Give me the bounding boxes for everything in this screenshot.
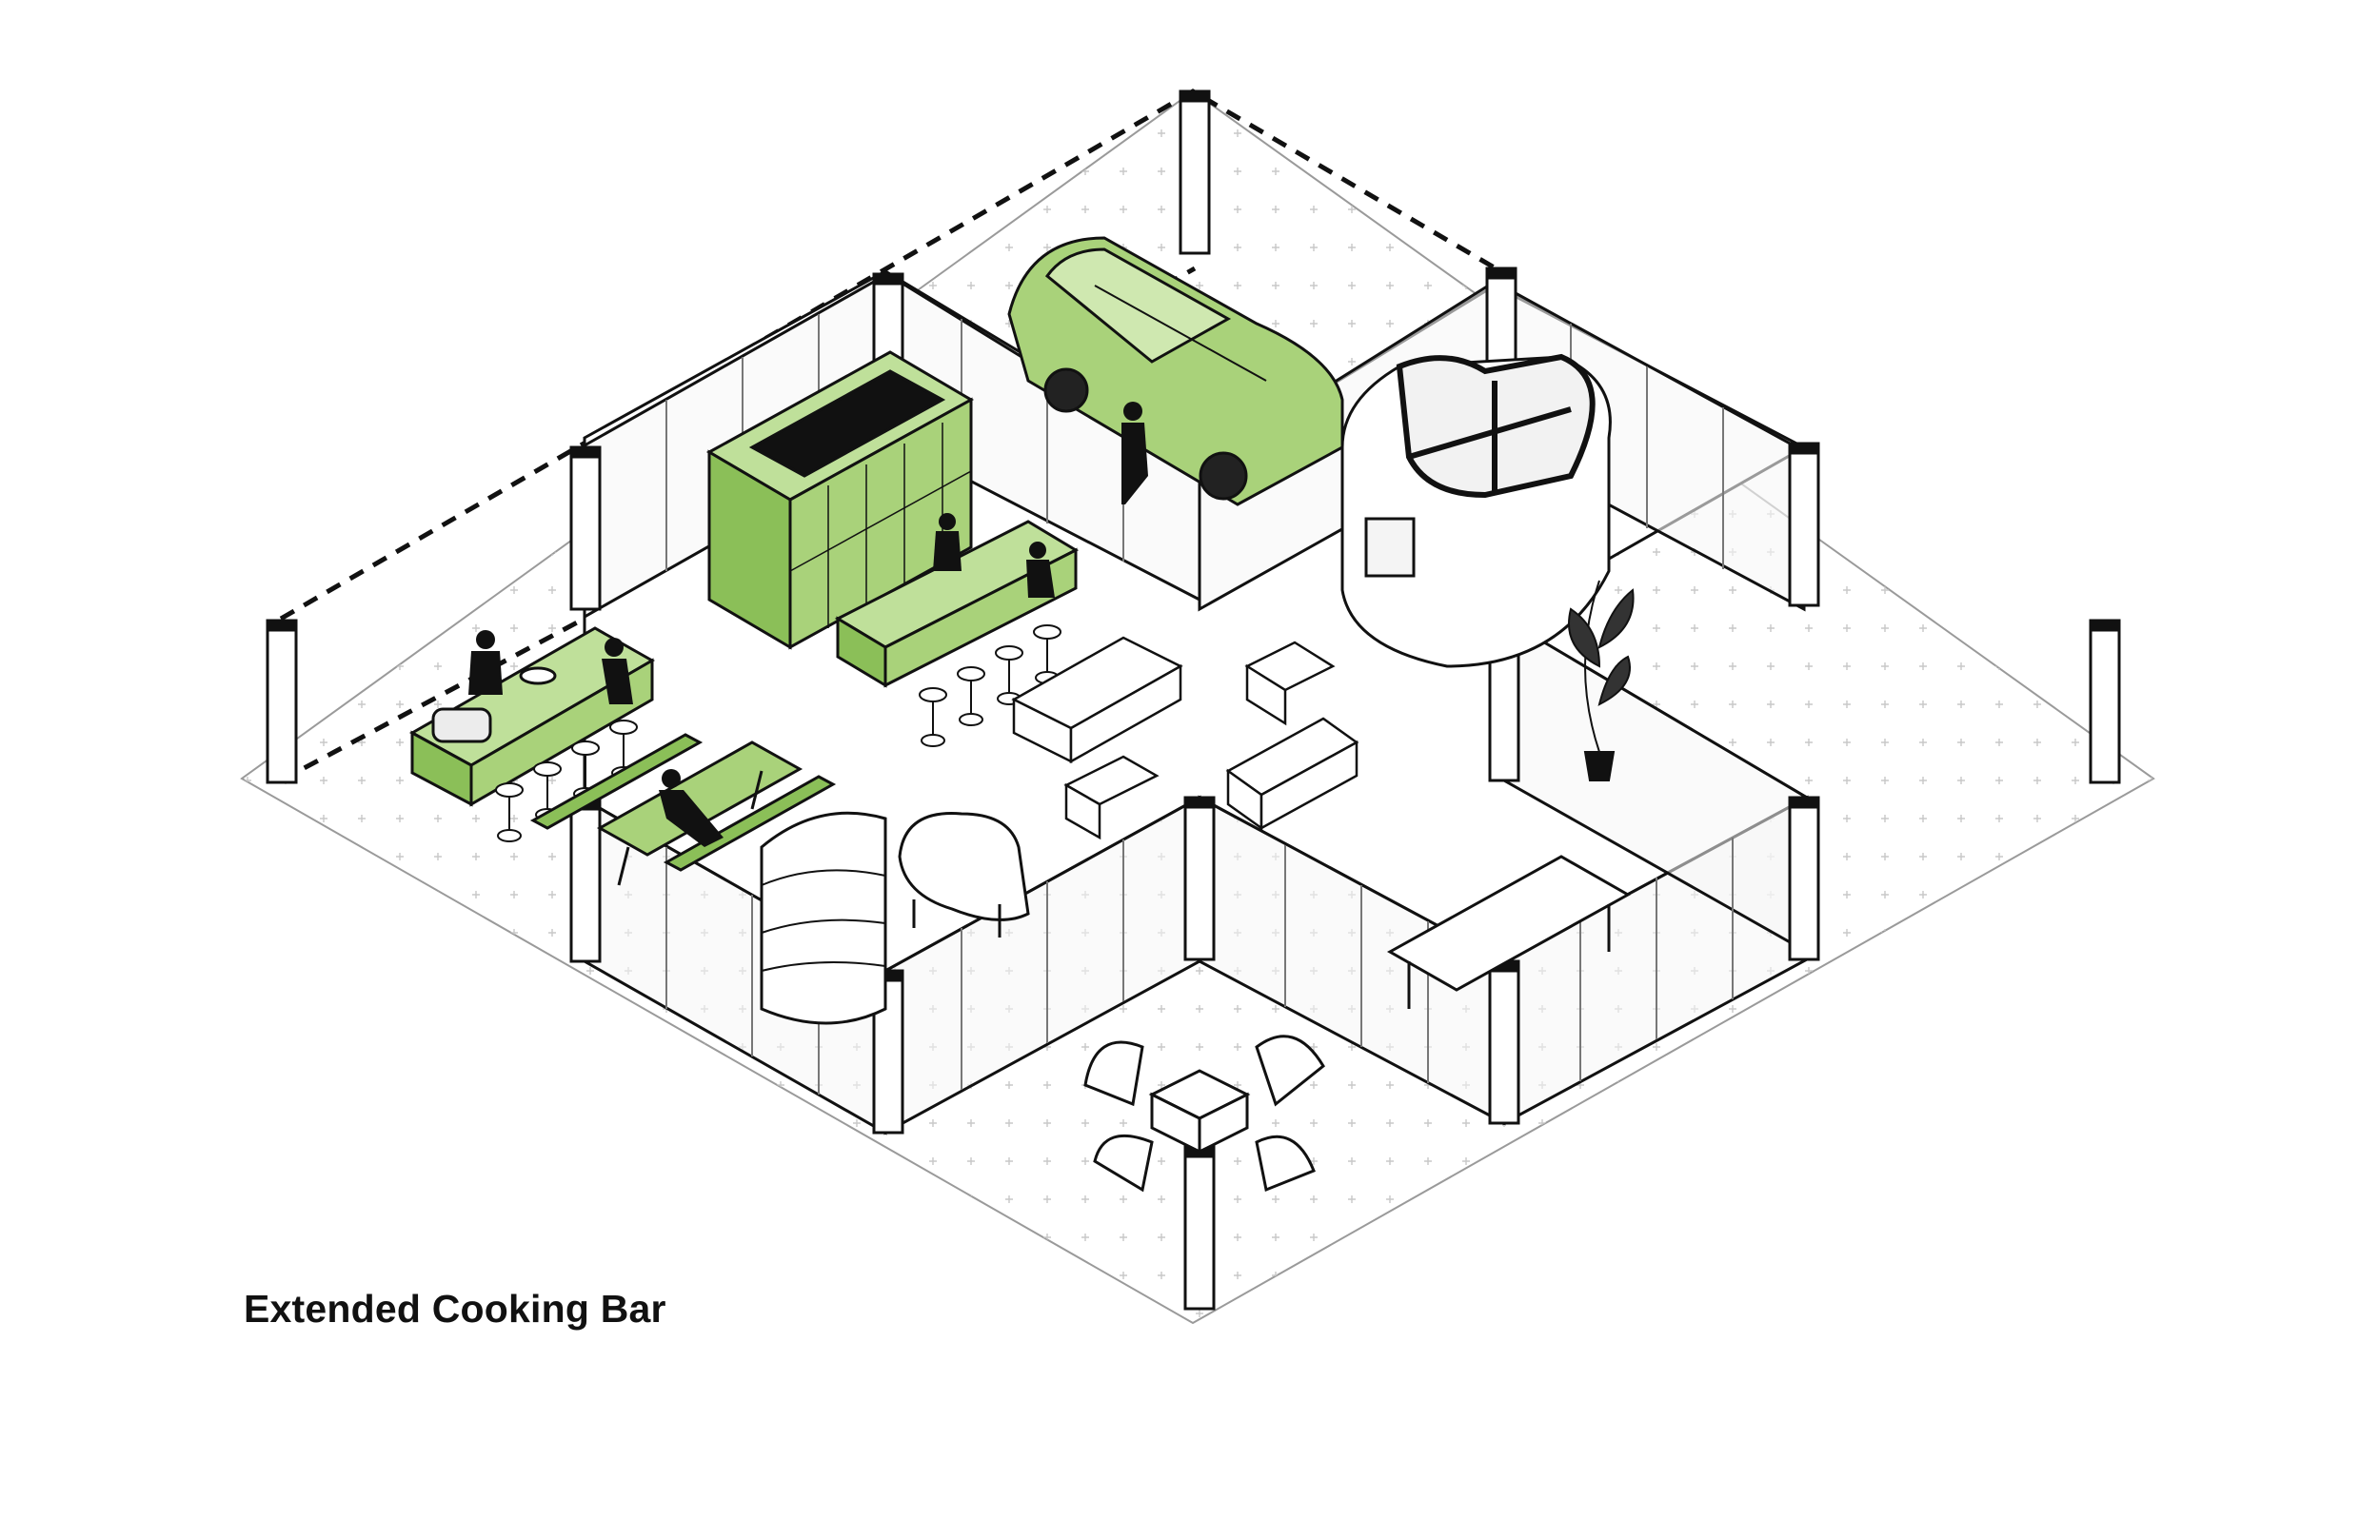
person-silhouette <box>602 638 633 704</box>
column <box>1183 796 1216 961</box>
person-silhouette <box>933 513 962 571</box>
person-silhouette <box>1121 402 1148 504</box>
pod-room <box>1340 353 1612 668</box>
column <box>1788 796 1820 961</box>
suv-car <box>1007 236 1344 506</box>
spiral-staircase <box>760 811 887 1025</box>
column <box>1179 89 1211 255</box>
dining-table <box>1386 855 1632 1009</box>
column <box>1183 1145 1216 1311</box>
column <box>2089 619 2121 784</box>
people-silhouettes <box>468 402 1148 847</box>
outdoor-cooking-bar <box>408 626 656 842</box>
fire-pit-seating <box>1083 1035 1325 1193</box>
potted-plant <box>1568 580 1635 781</box>
bar-stool <box>495 720 638 842</box>
person-silhouette <box>1026 542 1055 598</box>
person-silhouette <box>468 630 503 695</box>
column <box>1788 442 1820 607</box>
column <box>1488 959 1520 1125</box>
column <box>569 798 602 963</box>
column <box>266 619 298 784</box>
picnic-table <box>529 733 837 886</box>
column <box>569 445 602 611</box>
grand-piano <box>898 812 1030 938</box>
diagram-caption: Extended Cooking Bar <box>244 1287 666 1331</box>
sofa-set <box>1011 636 1359 840</box>
person-silhouette <box>659 769 724 847</box>
kitchen-cabinet-tower <box>705 350 975 650</box>
